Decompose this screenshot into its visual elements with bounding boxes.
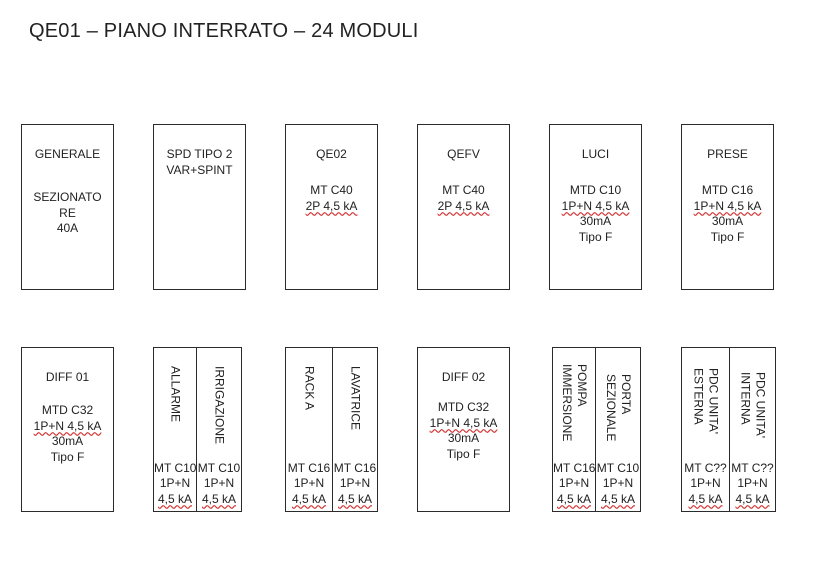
module-spec: MTD C32 1P+N 4,5 kA 30mA Tipo F bbox=[429, 400, 498, 461]
module-luci: LUCI MTD C10 1P+N 4,5 kA 30mA Tipo F bbox=[549, 124, 642, 290]
module-spec: MT C10 1P+N 4,5 kA bbox=[154, 460, 197, 506]
module-porta-sezionale: PORTA SEZIONALE MT C10 1P+N 4,5 kA bbox=[596, 348, 640, 511]
module-pair-pdc: PDC UNITA' ESTERNA MT C?? 1P+N 4,5 kA PD… bbox=[681, 347, 776, 512]
module-name: IRRIGAZIONE bbox=[212, 366, 227, 445]
module-generale: GENERALE SEZIONATO RE 40A bbox=[21, 124, 114, 290]
module-name: SPD TIPO 2 VAR+SPINT bbox=[166, 147, 233, 177]
module-spec: MT C10 1P+N 4,5 kA bbox=[197, 460, 241, 506]
module-spec: MT C40 2P 4,5 kA bbox=[305, 183, 358, 213]
module-diff01: DIFF 01 MTD C32 1P+N 4,5 kA 30mA Tipo F bbox=[21, 347, 114, 512]
module-name: PDC UNITA' INTERNA bbox=[738, 372, 768, 439]
module-name: ALLARME bbox=[168, 366, 183, 423]
module-rack-a: RACK A MT C16 1P+N 4,5 kA bbox=[286, 348, 333, 511]
page-title: QE01 – PIANO INTERRATO – 24 MODULI bbox=[29, 20, 419, 42]
module-pdc-esterna: PDC UNITA' ESTERNA MT C?? 1P+N 4,5 kA bbox=[682, 348, 730, 511]
module-name: PDC UNITA' ESTERNA bbox=[691, 368, 721, 435]
module-pair-allarme-irrigazione: ALLARME MT C10 1P+N 4,5 kA IRRIGAZIONE M… bbox=[153, 347, 242, 512]
module-name: LUCI bbox=[581, 147, 610, 161]
module-name: DIFF 02 bbox=[441, 370, 486, 384]
module-qe02: QE02 MT C40 2P 4,5 kA bbox=[285, 124, 378, 290]
module-pair-rack-lavatrice: RACK A MT C16 1P+N 4,5 kA LAVATRICE MT C… bbox=[285, 347, 378, 512]
module-spec: MT C16 1P+N 4,5 kA bbox=[287, 460, 331, 506]
module-irrigazione: IRRIGAZIONE MT C10 1P+N 4,5 kA bbox=[197, 348, 241, 511]
module-spec: MT C40 2P 4,5 kA bbox=[437, 183, 490, 213]
module-allarme: ALLARME MT C10 1P+N 4,5 kA bbox=[154, 348, 197, 511]
module-name: QE02 bbox=[316, 147, 347, 161]
module-lavatrice: LAVATRICE MT C16 1P+N 4,5 kA bbox=[333, 348, 377, 511]
module-spd: SPD TIPO 2 VAR+SPINT bbox=[153, 124, 246, 290]
module-spec: MT C16 1P+N 4,5 kA bbox=[333, 460, 377, 506]
module-name: RACK A bbox=[302, 366, 317, 411]
module-qefv: QEFV MT C40 2P 4,5 kA bbox=[417, 124, 510, 290]
module-pdc-interna: PDC UNITA' INTERNA MT C?? 1P+N 4,5 kA bbox=[730, 348, 775, 511]
module-spec: MT C10 1P+N 4,5 kA bbox=[596, 460, 640, 506]
module-name: QEFV bbox=[447, 147, 480, 161]
module-name: PRESE bbox=[707, 147, 748, 161]
module-name: DIFF 01 bbox=[45, 370, 90, 384]
module-spec: MTD C32 1P+N 4,5 kA 30mA Tipo F bbox=[33, 403, 102, 464]
module-spec: MT C?? 1P+N 4,5 kA bbox=[731, 460, 774, 506]
module-pair-pompa-porta: POMPA IMMERSIONE MT C16 1P+N 4,5 kA PORT… bbox=[552, 347, 641, 512]
module-prese: PRESE MTD C16 1P+N 4,5 kA 30mA Tipo F bbox=[681, 124, 774, 290]
module-name: PORTA SEZIONALE bbox=[604, 374, 633, 442]
module-spec: SEZIONATO RE 40A bbox=[33, 190, 102, 235]
module-spec: MT C16 1P+N 4,5 kA bbox=[553, 460, 596, 506]
module-name: GENERALE bbox=[34, 147, 101, 161]
module-spec: MTD C10 1P+N 4,5 kA 30mA Tipo F bbox=[561, 183, 630, 244]
module-spec: MTD C16 1P+N 4,5 kA 30mA Tipo F bbox=[693, 183, 762, 244]
module-name: LAVATRICE bbox=[348, 366, 363, 431]
module-pompa-immersione: POMPA IMMERSIONE MT C16 1P+N 4,5 kA bbox=[553, 348, 596, 511]
module-spec: MT C?? 1P+N 4,5 kA bbox=[684, 460, 727, 506]
module-diff02: DIFF 02 MTD C32 1P+N 4,5 kA 30mA Tipo F bbox=[417, 347, 510, 512]
module-name: POMPA IMMERSIONE bbox=[560, 364, 589, 442]
